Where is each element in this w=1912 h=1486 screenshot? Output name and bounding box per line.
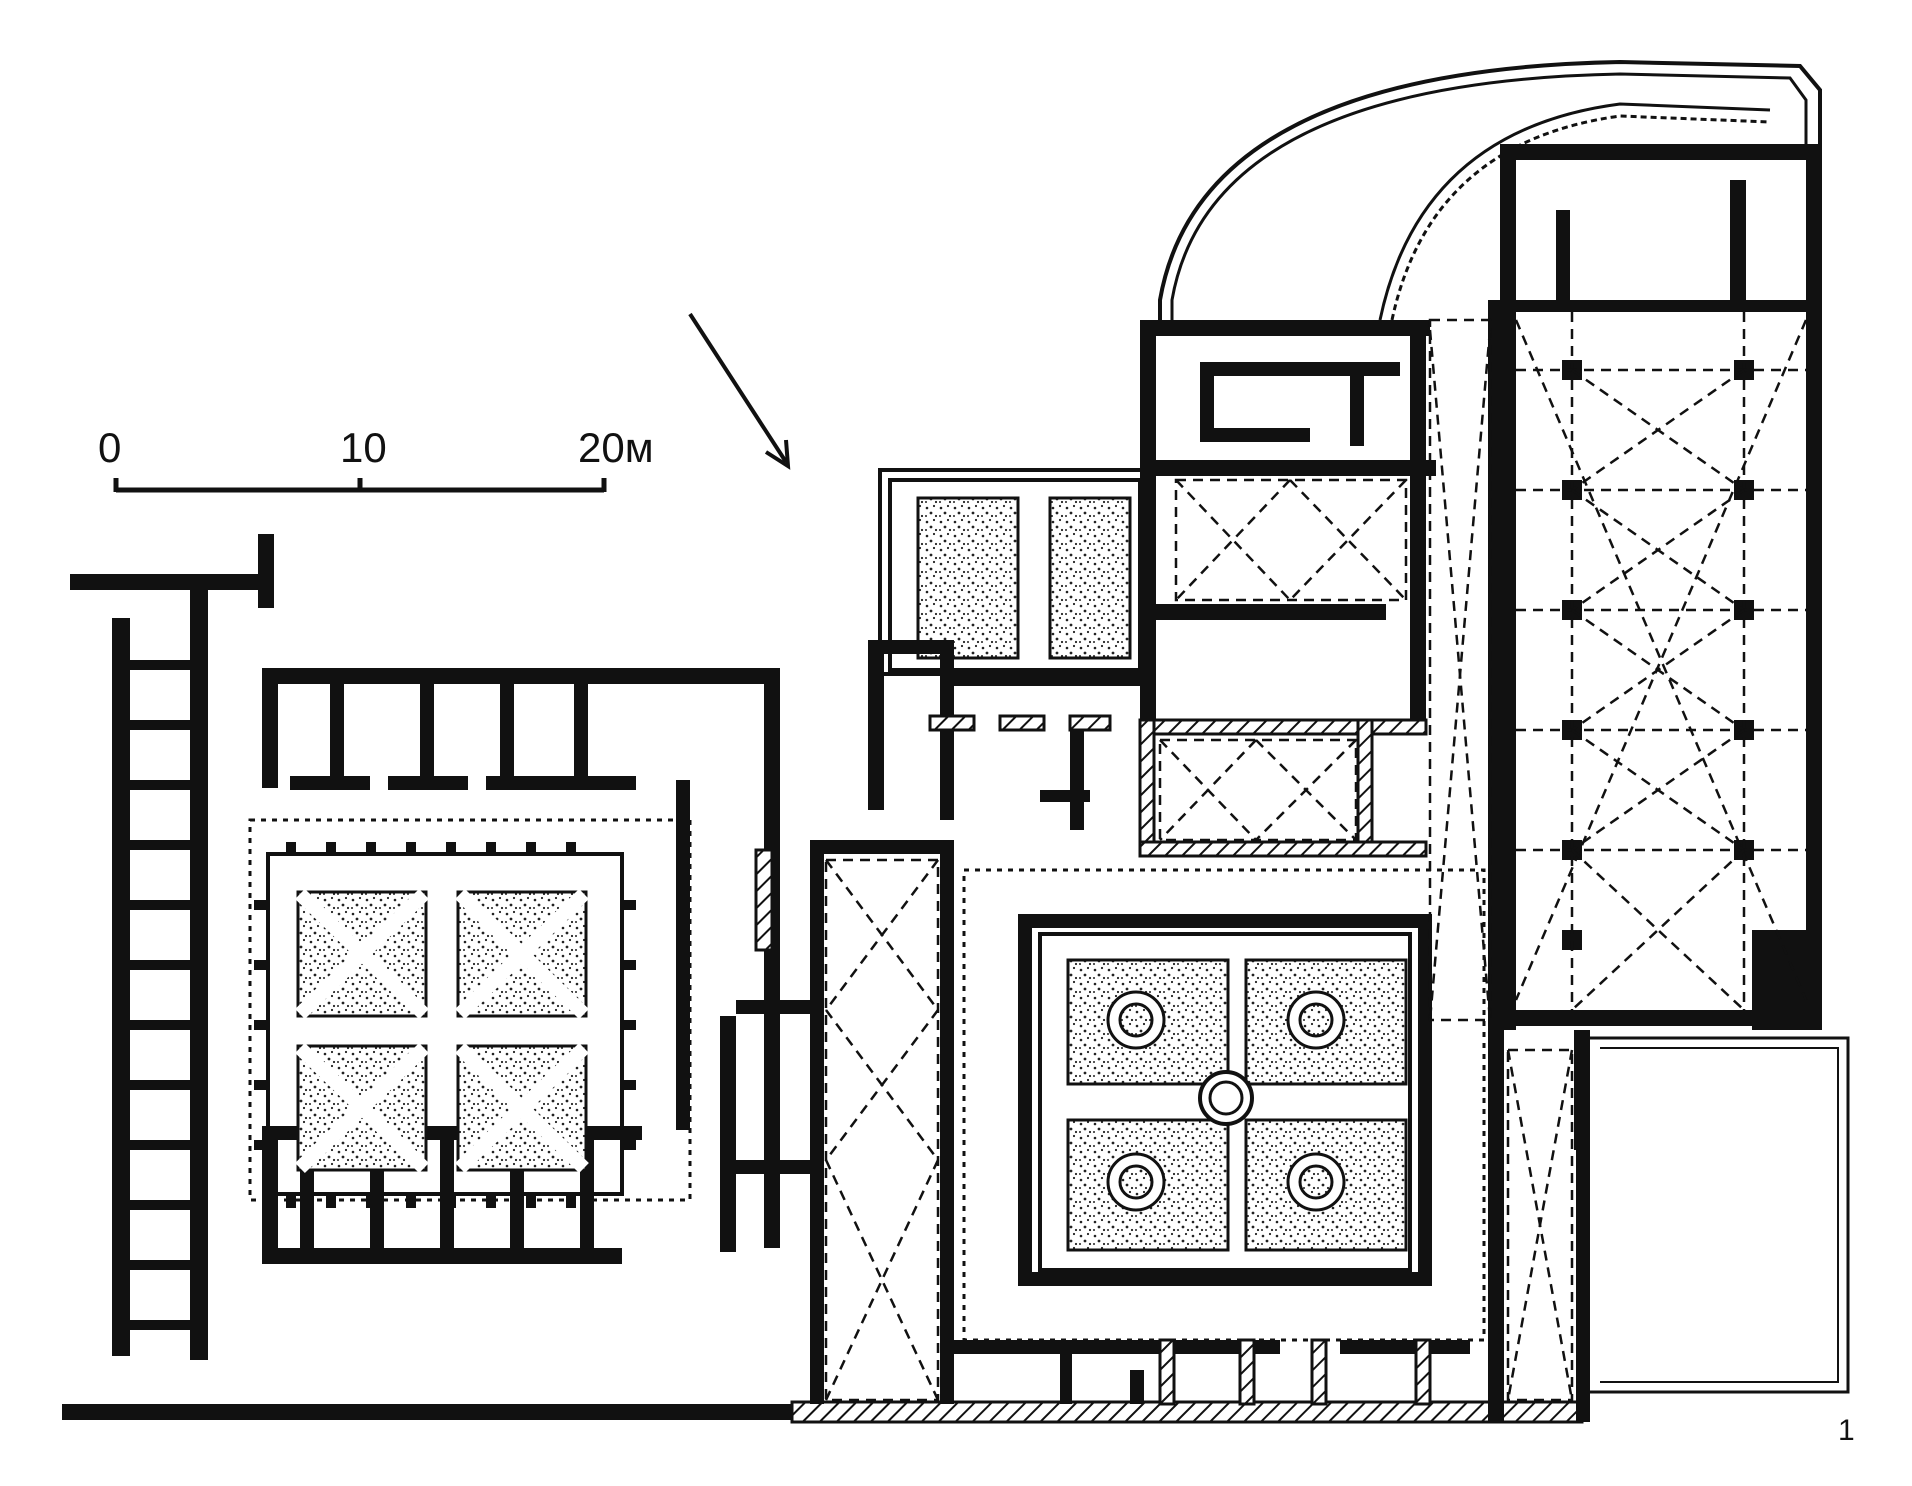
- direction-arrow: [688, 312, 791, 470]
- east-walk: [1428, 300, 1590, 1422]
- church: [1500, 144, 1822, 1030]
- central-passage: [720, 840, 954, 1404]
- cell-dividers: [112, 660, 208, 1330]
- apse-enclosure: [1158, 59, 1822, 330]
- narthex-outline: [1590, 1036, 1850, 1394]
- nave-vaults: [1514, 312, 1808, 1011]
- west-cloister-walk: [248, 818, 692, 1202]
- south-enclosure-wall: [62, 1400, 1584, 1424]
- scale-tick-20: 20м: [578, 424, 654, 471]
- main-cloister: [962, 868, 1486, 1342]
- north-range: [1140, 320, 1436, 720]
- cloister-ranges: [928, 714, 1470, 1406]
- figure-label: 1: [1838, 1414, 1855, 1447]
- west-cell-range: [70, 534, 274, 1360]
- scale-bar: 0 10 20м: [98, 424, 654, 493]
- west-cloister-garth: [254, 842, 636, 1208]
- scale-tick-0: 0: [98, 424, 121, 471]
- scale-tick-10: 10: [340, 424, 387, 471]
- north-garden-court: [868, 468, 1156, 820]
